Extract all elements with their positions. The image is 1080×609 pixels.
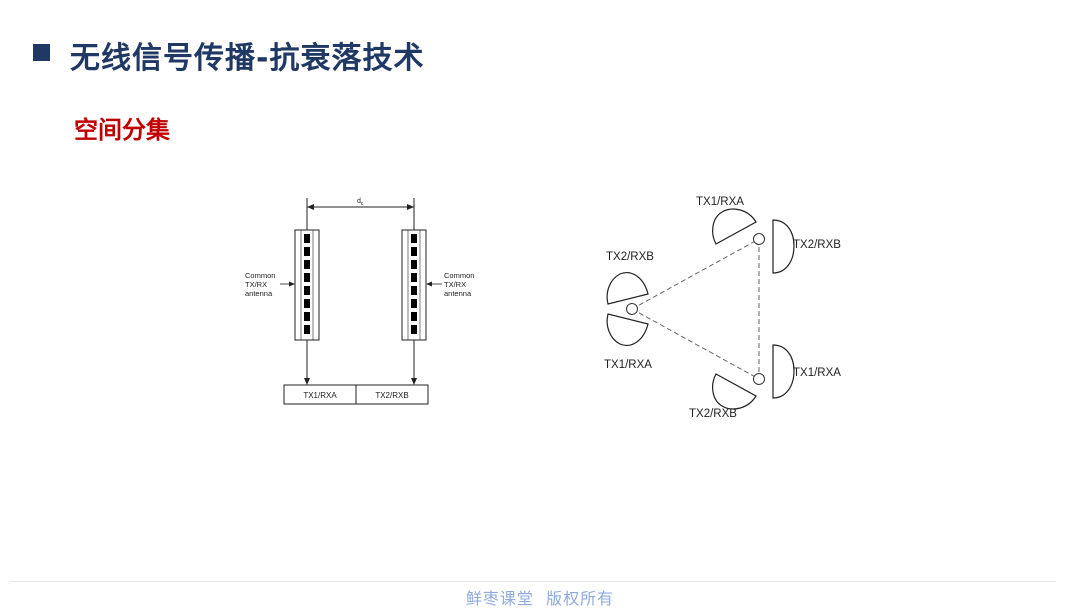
- footer-copyright: 鲜枣课堂 版权所有: [465, 589, 615, 608]
- panel-left-b: [606, 313, 649, 346]
- antenna-left-elements: [304, 234, 310, 334]
- slide-title: 无线信号传播-抗衰落技术: [70, 41, 425, 76]
- spacing-label: dc: [357, 198, 364, 207]
- label-top-b: TX2/RXB: [793, 239, 841, 251]
- panel-bottom-a: [772, 344, 795, 399]
- panel-top-b: [772, 219, 795, 274]
- antenna-label-right: Common TX/RX antenna: [444, 271, 477, 298]
- panel-left-a: [606, 272, 649, 305]
- node-top: [753, 233, 765, 245]
- label-bottom-a: TX1/RXA: [793, 367, 841, 379]
- slide-subtitle: 空间分集: [74, 116, 170, 144]
- antenna-left: [294, 229, 320, 341]
- label-top-a: TX1/RXA: [696, 196, 744, 208]
- label-bottom-b: TX2/RXB: [689, 408, 737, 420]
- footer-divider: [10, 581, 1056, 582]
- triangle-dashed-links: [631, 238, 760, 380]
- label-left-b: TX1/RXA: [604, 359, 652, 371]
- antenna-label-left: Common TX/RX antenna: [245, 271, 278, 298]
- port-left-label: TX1/RXA: [303, 391, 337, 400]
- antenna-right-elements: [411, 234, 417, 334]
- dual-antenna-diagram: dc Common TX/RX antenna Common TX/RX a: [245, 198, 477, 405]
- panel-bottom-b: [712, 373, 757, 410]
- node-bottom: [753, 373, 765, 385]
- port-box-right: [355, 384, 429, 405]
- title-bullet-square: [33, 44, 50, 61]
- node-left: [626, 303, 638, 315]
- label-left-a: TX2/RXB: [606, 251, 654, 263]
- port-right-label: TX2/RXB: [375, 391, 408, 400]
- antenna-right: [401, 229, 427, 341]
- sector-antenna-diagram: TX1/RXA TX2/RXB TX2/RXB TX1/RXA TX1/RXA …: [604, 196, 841, 420]
- panel-top-a: [712, 208, 757, 245]
